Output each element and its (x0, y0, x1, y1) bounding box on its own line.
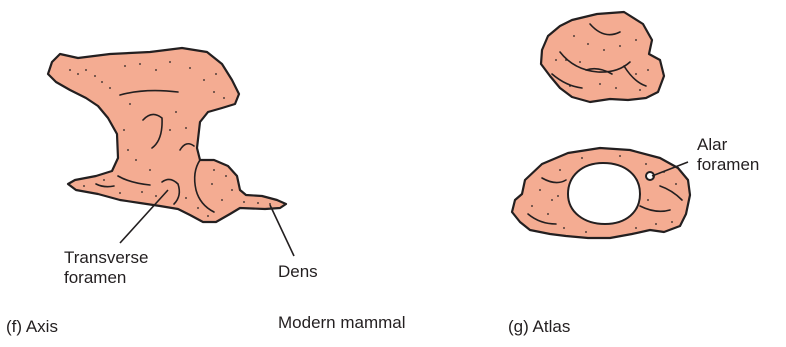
axis-vertebra-drawing (48, 48, 286, 222)
axis-vertebra-body (48, 48, 286, 222)
axis-caption: (f) Axis (6, 317, 58, 337)
transverse-foramen-label: Transverse foramen (64, 248, 148, 288)
transverse-foramen-label-line1: Transverse (64, 248, 148, 268)
transverse-foramen-label-line2: foramen (64, 268, 148, 288)
atlas-dorsal-view-drawing (541, 12, 664, 102)
atlas-anterior-view-drawing (512, 148, 690, 238)
dens-label: Dens (278, 262, 318, 282)
atlas-dorsal-view-body (541, 12, 664, 102)
atlas-caption: (g) Atlas (508, 317, 570, 337)
vertebral-foramen (568, 163, 640, 224)
alar-foramen-label-line1: Alar (697, 135, 759, 155)
alar-foramen-label-line2: foramen (697, 155, 759, 175)
alar-foramen-label: Alar foramen (697, 135, 759, 175)
center-caption: Modern mammal (278, 313, 406, 333)
dens-leader (270, 205, 294, 256)
